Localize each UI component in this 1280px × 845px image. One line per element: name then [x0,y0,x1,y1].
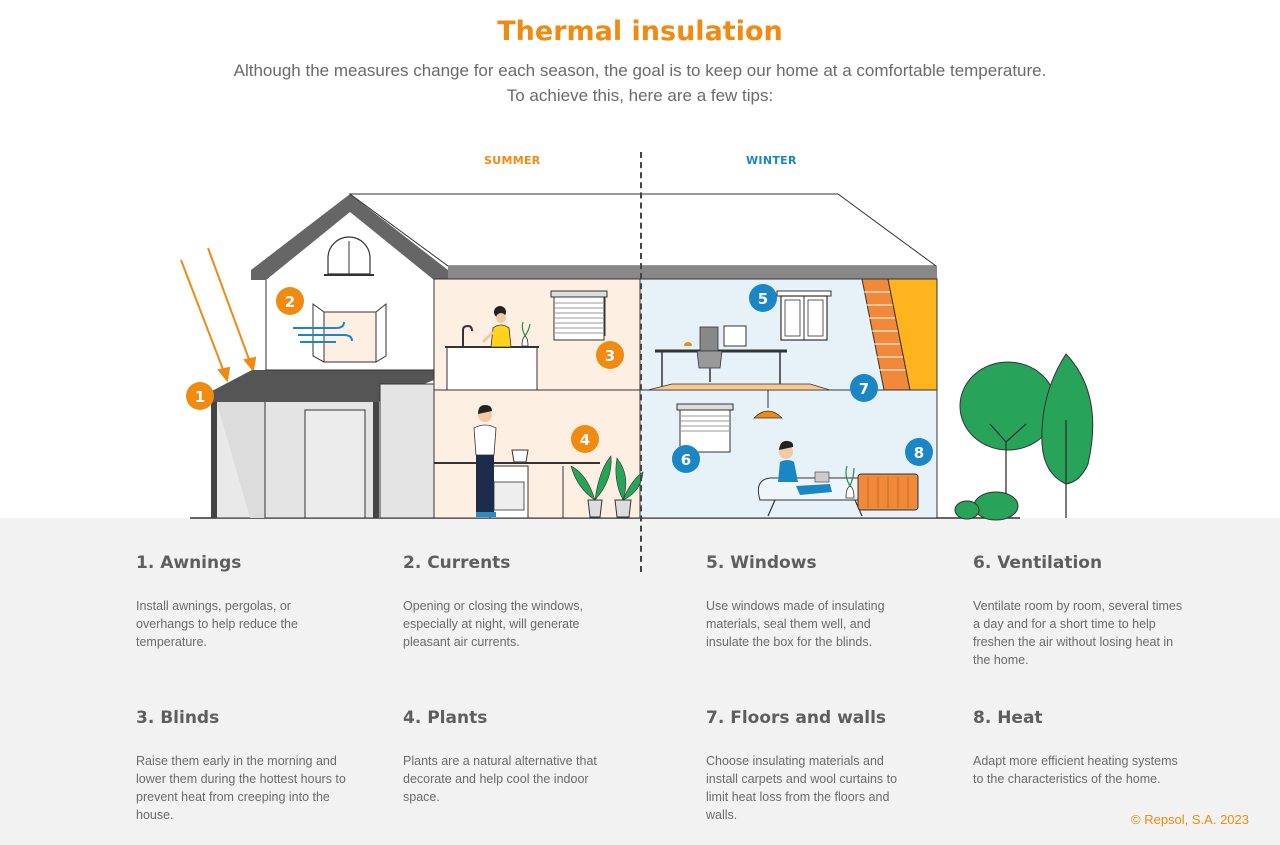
tip-floors-walls: 7. Floors and walls Choose insulating ma… [706,708,916,824]
tip-ventilation: 6. Ventilation Ventilate room by room, s… [973,553,1183,669]
marker-3: 3 [596,341,624,369]
sun-rays-icon [180,247,257,383]
tip-text: Ventilate room by room, several times a … [973,599,1183,667]
tips-panel [0,518,1280,845]
tip-windows: 5. Windows Use windows made of insulatin… [706,553,916,651]
marker-6: 6 [672,445,700,473]
tip-title: 1. Awnings [136,553,242,573]
insulated-window [776,290,832,341]
svg-text:3: 3 [605,347,615,365]
ventilation-window [676,403,734,453]
tip-text: Use windows made of insulating materials… [706,599,885,649]
tip-awnings: 1. Awnings Install awnings, pergolas, or… [136,553,346,651]
air-currents-icon [293,321,353,343]
plant-vase-icon [521,321,531,347]
tip-title: 5. Windows [706,553,817,573]
tip-text: Opening or closing the windows, especial… [403,599,583,649]
svg-text:5: 5 [758,290,768,308]
page-subtitle: Although the measures change for each se… [0,58,1280,108]
man-icon [473,405,497,517]
tip-title: 4. Plants [403,708,488,728]
plants-icon [570,455,644,518]
svg-text:8: 8 [914,444,924,462]
plant-vase-icon [845,465,855,499]
tip-plants: 4. Plants Plants are a natural alternati… [403,708,613,806]
svg-text:4: 4 [580,431,590,449]
sofa-icon [757,440,872,517]
tip-title: 2. Currents [403,553,511,573]
desk-icon [647,325,831,391]
tip-title: 7. Floors and walls [706,708,887,728]
insulated-wall [861,278,938,391]
tip-text: Raise them early in the morning and lowe… [136,754,346,822]
tip-text: Plants are a natural alternative that de… [403,754,597,804]
subtitle-line-1: Although the measures change for each se… [233,61,1047,80]
woman-icon [481,306,512,348]
season-label-summer: SUMMER [484,154,541,167]
blinds-window [550,290,608,341]
subtitle-line-2: To achieve this, here are a few tips: [506,86,774,105]
page-title: Thermal insulation [497,16,783,47]
tip-text: Choose insulating materials and install … [706,754,898,822]
marker-4: 4 [571,425,599,453]
svg-text:1: 1 [195,388,205,406]
kitchen-counter [434,449,600,519]
marker-7: 7 [850,374,878,402]
marker-5: 5 [749,284,777,312]
tip-heat: 8. Heat Adapt more efficient heating sys… [973,708,1183,788]
copyright: © Repsol, S.A. 2023 [1131,812,1249,827]
marker-2: 2 [276,287,304,315]
carport [210,370,435,519]
kitchen-island [445,324,539,391]
radiator-icon [857,473,919,511]
tip-text: Adapt more efficient heating systems to … [973,754,1178,786]
attic-tower [251,194,448,371]
marker-8: 8 [905,438,933,466]
season-label-winter: WINTER [746,154,797,167]
tip-text: Install awnings, pergolas, or overhangs … [136,599,298,649]
season-divider [640,152,642,572]
tip-blinds: 3. Blinds Raise them early in the mornin… [136,708,346,824]
marker-1: 1 [186,382,214,410]
tip-title: 8. Heat [973,708,1043,728]
ceiling-lamp-icon [753,390,783,419]
svg-text:7: 7 [859,380,869,398]
tip-title: 6. Ventilation [973,553,1103,573]
svg-text:6: 6 [681,451,691,469]
summer-lower-room [433,389,641,519]
tip-currents: 2. Currents Opening or closing the windo… [403,553,613,651]
tip-title: 3. Blinds [136,708,220,728]
trees-icon [954,353,1094,521]
svg-text:2: 2 [285,293,295,311]
